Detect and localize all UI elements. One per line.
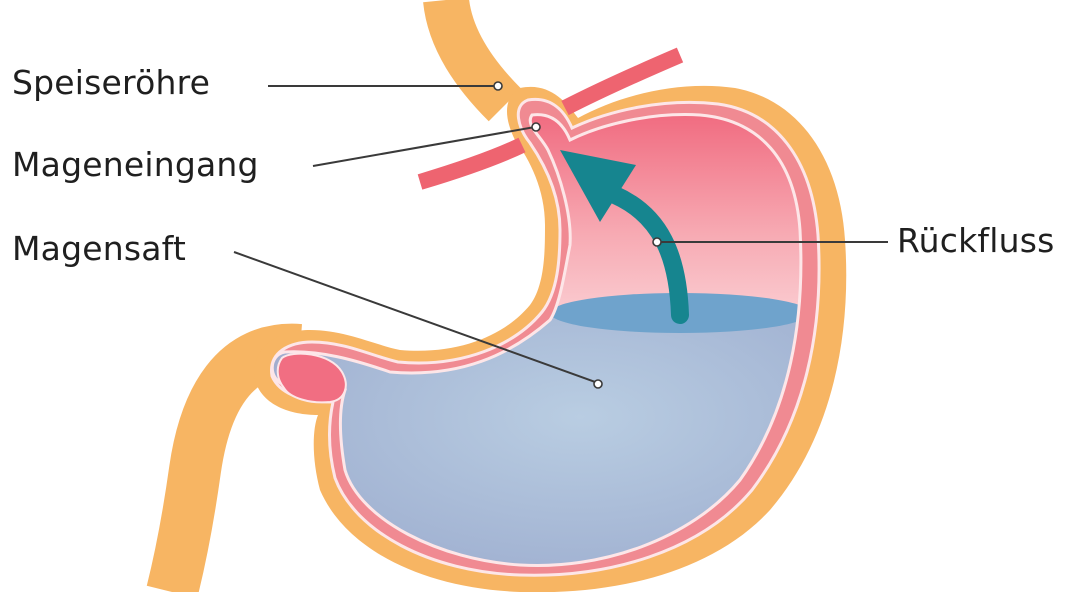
diaphragm-left: [420, 145, 522, 182]
label-cardia: Mageneingang: [12, 145, 259, 185]
label-esophagus: Speiseröhre: [12, 63, 210, 103]
marker-esophagus: [494, 82, 502, 90]
label-gastric-juice: Magensaft: [12, 229, 186, 269]
marker-gastric-juice: [594, 380, 602, 388]
label-reflux: Rückfluss: [897, 221, 1055, 261]
marker-cardia: [532, 123, 540, 131]
marker-reflux: [653, 238, 661, 246]
